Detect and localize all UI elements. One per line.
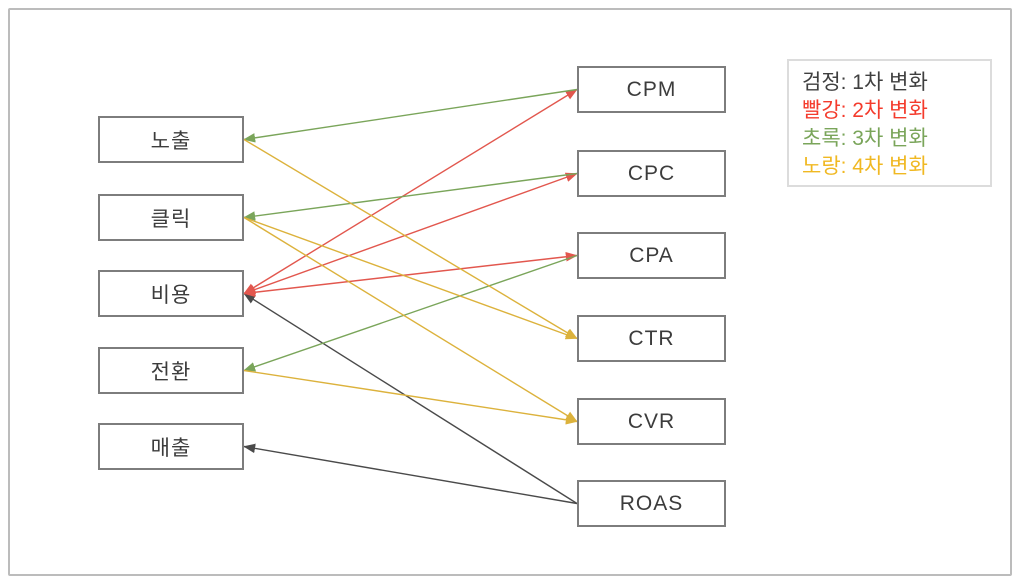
node-label-ctr: CTR <box>628 326 675 350</box>
node-cost: 비용 <box>98 270 244 317</box>
node-label-cpm: CPM <box>626 77 677 101</box>
node-conversions: 전환 <box>98 347 244 394</box>
legend-item-fourth: 노랑: 4차 변화 <box>802 155 928 178</box>
node-label-roas: ROAS <box>619 491 684 515</box>
node-label-impressions: 노출 <box>150 129 192 153</box>
node-label-clicks: 클릭 <box>150 207 192 231</box>
node-impressions: 노출 <box>98 116 244 163</box>
node-label-cpa: CPA <box>629 243 674 267</box>
node-roas: ROAS <box>577 480 726 527</box>
node-cpc: CPC <box>577 150 726 197</box>
legend-item-third: 초록: 3차 변화 <box>802 127 928 150</box>
legend-item-first: 검정: 1차 변화 <box>802 71 928 94</box>
node-label-cost: 비용 <box>150 283 192 307</box>
node-cpa: CPA <box>577 232 726 279</box>
node-label-conversions: 전환 <box>150 360 192 384</box>
legend-item-second: 빨강: 2차 변화 <box>802 99 928 122</box>
node-label-cvr: CVR <box>627 409 676 433</box>
node-cpm: CPM <box>577 66 726 113</box>
node-label-revenue: 매출 <box>150 436 192 460</box>
node-revenue: 매출 <box>98 423 244 470</box>
node-clicks: 클릭 <box>98 194 244 241</box>
node-label-cpc: CPC <box>627 161 676 185</box>
node-cvr: CVR <box>577 398 726 445</box>
node-ctr: CTR <box>577 315 726 362</box>
